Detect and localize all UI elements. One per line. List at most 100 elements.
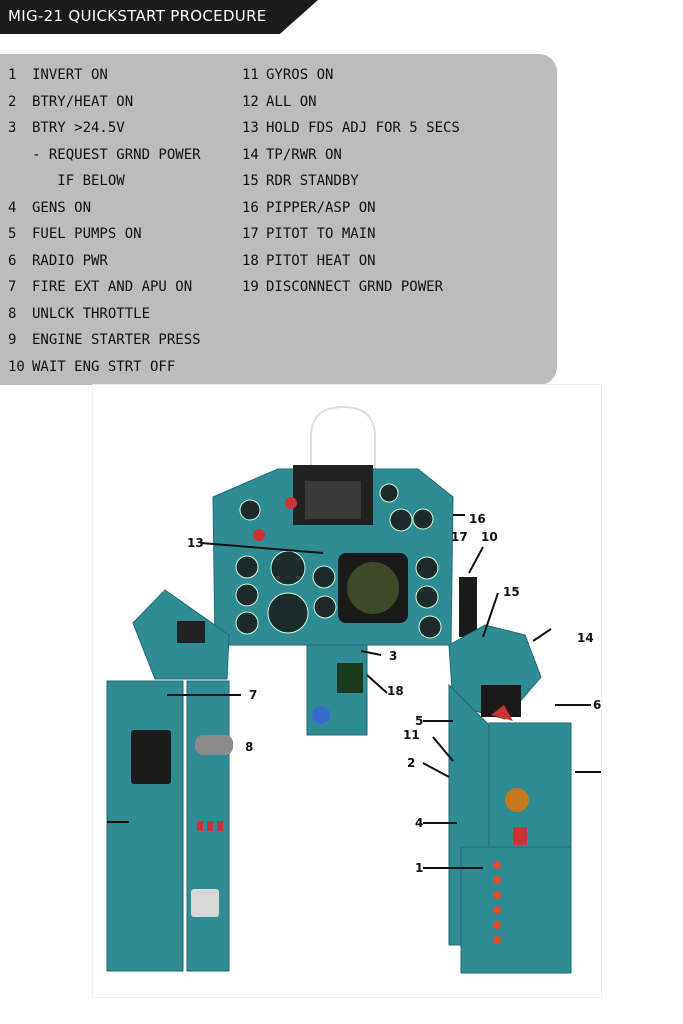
step-item: 13 HOLD FDS ADJ FOR 5 SECS [242, 120, 460, 136]
step-item: 11 GYROS ON [242, 67, 333, 83]
step-item: 5 FUEL PUMPS ON [8, 226, 142, 242]
step-text: TP/RWR ON [266, 146, 342, 163]
rotary-knob [505, 788, 529, 812]
step-text: PITOT TO MAIN [266, 226, 376, 242]
step-text: HOLD FDS ADJ FOR 5 SECS [266, 120, 460, 136]
callout-6: 6 [593, 698, 601, 712]
step-text: RADIO PWR [32, 252, 108, 269]
callout-14: 14 [577, 631, 594, 645]
step-number: 7 [8, 279, 17, 295]
step-number: 16 [242, 199, 259, 216]
right-console-lower [460, 846, 572, 974]
step-item: 3 BTRY >24.5V [8, 120, 125, 136]
step-item: 12 ALL ON [242, 94, 317, 110]
step-item: - REQUEST GRND POWER [8, 147, 201, 163]
title-banner: MIG-21 QUICKSTART PROCEDURE [0, 0, 318, 34]
callout-arrows [107, 514, 601, 869]
step-text: ENGINE STARTER PRESS [32, 332, 201, 348]
step-text: GYROS ON [266, 67, 334, 83]
step-item: 9 ENGINE STARTER PRESS [8, 332, 201, 348]
step-number: 14 [242, 146, 259, 163]
step-number: 10 [8, 358, 25, 375]
cockpit-diagram: 1 2 3 4 5 6 7 8 9 10 11 12 13 14 15 16 1… [92, 384, 602, 998]
step-text: FUEL PUMPS ON [32, 226, 142, 242]
callout-5: 5 [415, 714, 423, 728]
step-text: DISCONNECT GRND POWER [266, 279, 444, 295]
step-text: WAIT ENG STRT OFF [32, 358, 176, 375]
callout-8: 8 [245, 740, 253, 754]
step-text: FIRE EXT AND APU ON [32, 279, 193, 295]
radio-unit [177, 621, 205, 643]
step-text: INVERT ON [32, 67, 108, 83]
step-number: 4 [8, 199, 17, 216]
access-plate [191, 889, 219, 917]
step-number: 15 [242, 173, 259, 189]
step-item: 18 PITOT HEAT ON [242, 253, 376, 269]
step-number: 13 [242, 120, 259, 136]
procedure-list: 1 INVERT ON 2 BTRY/HEAT ON 3 BTRY >24.5V - REQ… [0, 54, 557, 385]
step-text: GENS ON [32, 199, 92, 216]
warning-light [285, 497, 297, 509]
step-number: 1 [8, 67, 17, 83]
step-text: - REQUEST GRND POWER [32, 146, 201, 163]
callout-1: 1 [415, 861, 423, 875]
step-number: 6 [8, 252, 17, 269]
callout-17: 17 [451, 530, 468, 544]
step-text: BTRY >24.5V [32, 120, 125, 136]
step-item: 8 UNLCK THROTTLE [8, 306, 150, 322]
engine-start-buttons [197, 821, 223, 831]
step-item: 1 INVERT ON [8, 67, 108, 83]
step-text: UNLCK THROTTLE [32, 305, 151, 322]
step-text: ALL ON [266, 93, 317, 110]
callout-10: 10 [481, 530, 498, 544]
page-title: MIG-21 QUICKSTART PROCEDURE [8, 7, 267, 25]
step-item: 4 GENS ON [8, 200, 91, 216]
step-item: 19 DISCONNECT GRND POWER [242, 279, 443, 295]
callout-13: 13 [187, 536, 204, 550]
step-item: 7 FIRE EXT AND APU ON [8, 279, 192, 295]
pitot-switch-block [337, 663, 363, 693]
warning-light [253, 529, 265, 541]
radar-scope [347, 562, 399, 614]
step-text: IF BELOW [32, 173, 125, 189]
step-number: 8 [8, 305, 17, 322]
step-number: 9 [8, 332, 17, 348]
throttle-handle [195, 735, 233, 755]
step-number: 11 [242, 67, 259, 83]
step-text: RDR STANDBY [266, 173, 359, 189]
step-number: 18 [242, 252, 259, 269]
control-box [131, 730, 171, 784]
callout-2: 2 [407, 756, 415, 770]
attitude-indicator [312, 706, 330, 724]
red-cross-indicator [491, 705, 513, 721]
step-text: PIPPER/ASP ON [266, 199, 376, 216]
step-item: 16 PIPPER/ASP ON [242, 200, 376, 216]
step-text: BTRY/HEAT ON [32, 93, 134, 110]
canopy-frame [310, 405, 376, 476]
step-item: 6 RADIO PWR [8, 253, 108, 269]
step-number: 12 [242, 93, 259, 110]
step-item: 17 PITOT TO MAIN [242, 226, 376, 242]
callout-3: 3 [389, 649, 397, 663]
step-item: 2 BTRY/HEAT ON [8, 94, 133, 110]
tp-rwr-panel [459, 577, 477, 637]
step-item: IF BELOW [8, 173, 125, 189]
red-switch-guard [513, 827, 527, 845]
callout-15: 15 [503, 585, 520, 599]
step-number: 3 [8, 120, 17, 136]
callout-4: 4 [415, 816, 423, 830]
step-number: 2 [8, 93, 17, 110]
step-item: 14 TP/RWR ON [242, 147, 342, 163]
step-item: 10 WAIT ENG STRT OFF [8, 359, 175, 375]
step-number: 17 [242, 226, 259, 242]
step-text: PITOT HEAT ON [266, 252, 376, 269]
circuit-breaker-column [493, 861, 501, 944]
step-number: 5 [8, 226, 17, 242]
callout-11: 11 [403, 728, 420, 742]
step-number: 19 [242, 279, 259, 295]
gauge-cluster [235, 483, 442, 639]
right-console-main [488, 722, 572, 848]
step-item: 15 RDR STANDBY [242, 173, 359, 189]
callout-18: 18 [387, 684, 404, 698]
callout-7: 7 [249, 688, 257, 702]
